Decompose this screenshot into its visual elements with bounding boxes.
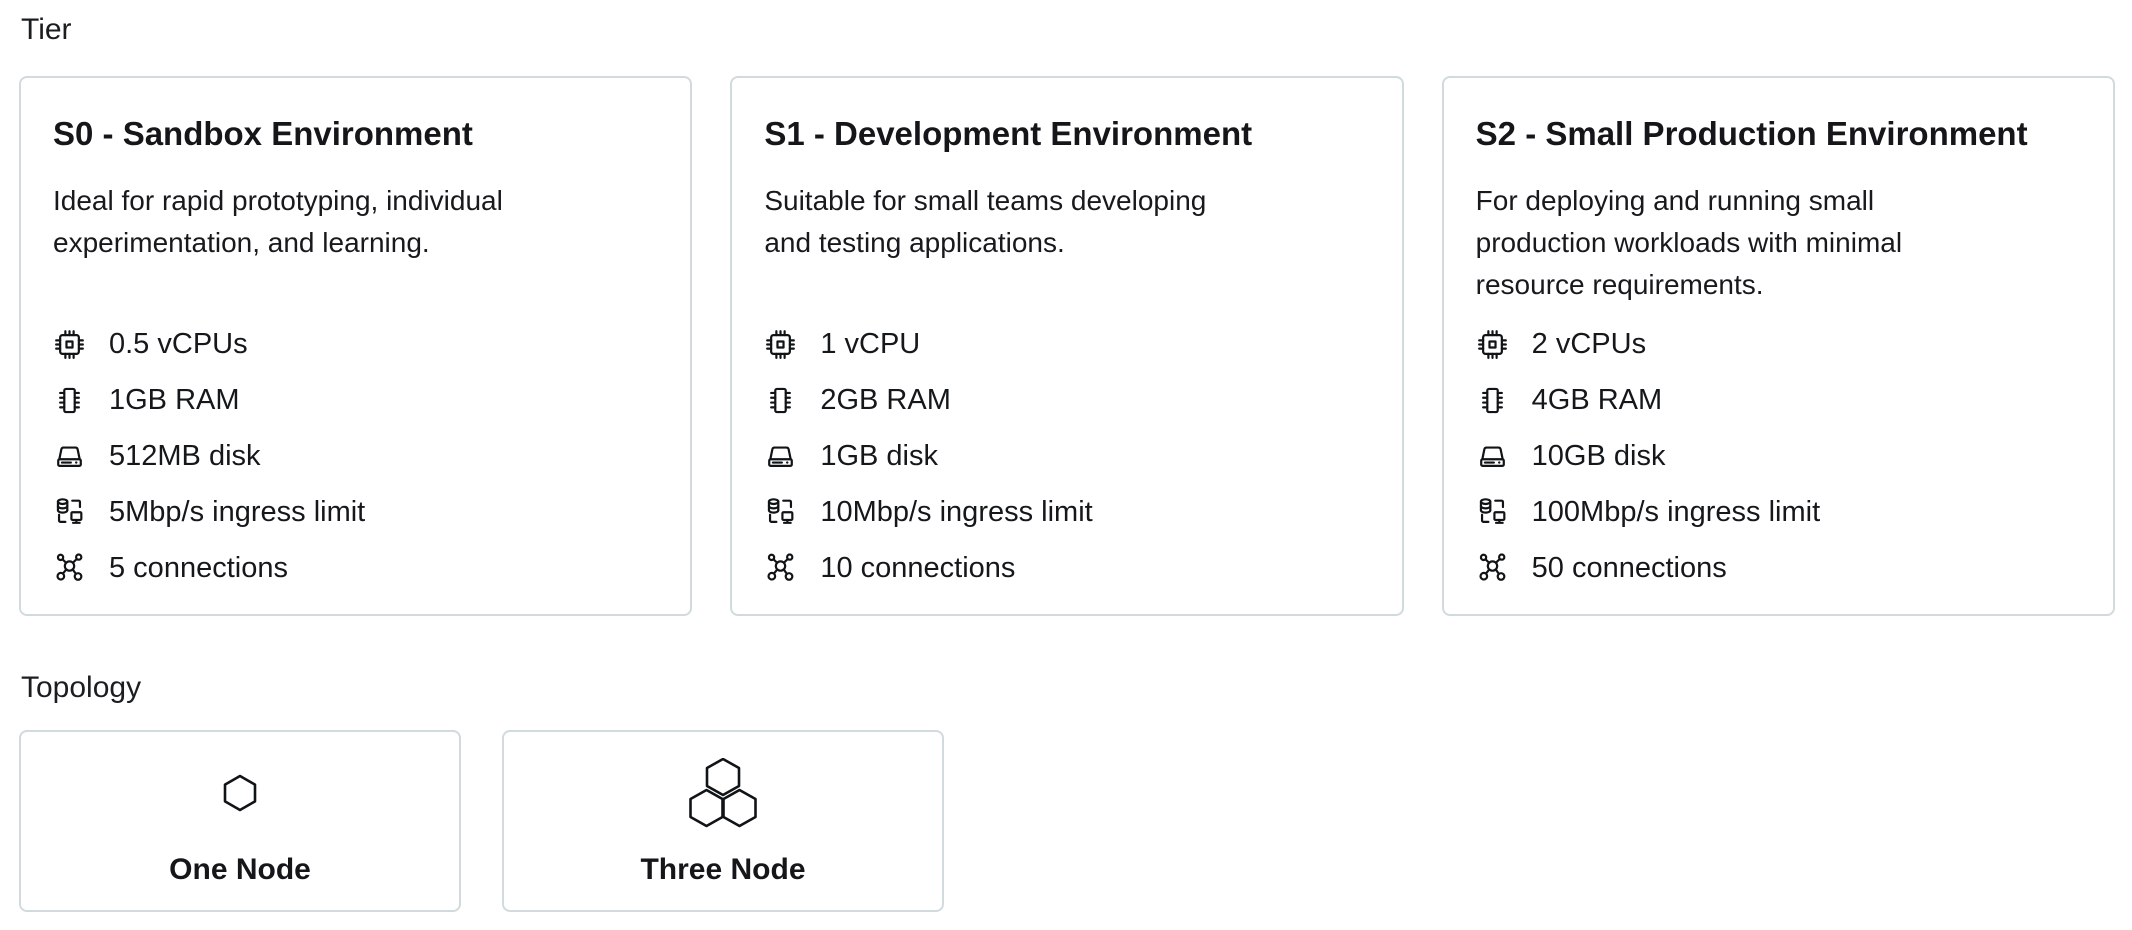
disk-icon [53,440,86,473]
disk-icon [764,440,797,473]
spec-label: 100Mbp/s ingress limit [1531,495,1821,528]
ram-chip-icon [53,384,86,417]
spec-row-ram: 1GB RAM [53,372,660,428]
spec-label: 1 vCPU [820,327,921,360]
spec-row-ram: 4GB RAM [1476,372,2083,428]
spec-label: 4GB RAM [1531,383,1663,416]
topology-option-three-node[interactable]: Three Node [502,730,944,912]
spec-row-ram: 2GB RAM [764,372,1371,428]
topology-option-one-node[interactable]: One Node [19,730,461,912]
spec-row-ingress: 100Mbp/s ingress limit [1476,484,2083,540]
spec-row-cpu: 1 vCPU [764,316,1371,372]
tier-card-title: S0 - Sandbox Environment [53,115,473,152]
topology-icon-area [222,732,258,854]
spec-label: 2GB RAM [820,383,951,416]
spec-row-connections: 5 connections [53,540,660,596]
tier-card-title: S2 - Small Production Environment [1475,115,2028,152]
spec-row-connections: 10 connections [764,540,1371,596]
tier-card-description: Ideal for rapid prototyping, individual … [53,185,503,258]
spec-label: 10Mbp/s ingress limit [820,495,1093,528]
spec-row-disk: 512MB disk [53,428,660,484]
spec-row-disk: 1GB disk [764,428,1371,484]
ingress-icon [764,496,797,529]
three-node-hexagons-icon [689,758,757,828]
spec-label: 5 connections [109,551,288,584]
cpu-icon [53,328,86,361]
spec-row-connections: 50 connections [1476,540,2083,596]
tier-card-specs: 0.5 vCPUs 1GB RAM 512MB disk 5Mbp/s ingr… [53,316,660,596]
topology-icon-area [688,732,758,854]
one-node-hexagon-icon [223,774,257,812]
disk-icon [1476,440,1509,473]
tier-options: S0 - Sandbox Environment Ideal for rapid… [19,76,2115,616]
spec-label: 512MB disk [109,439,261,472]
ingress-icon [53,496,86,529]
spec-label: 2 vCPUs [1531,327,1647,360]
tier-card-s1[interactable]: S1 - Development Environment Suitable fo… [730,76,1404,616]
spec-label: 10 connections [820,551,1016,584]
cpu-icon [1476,328,1509,361]
spec-label: 5Mbp/s ingress limit [109,495,366,528]
tier-card-description: For deploying and running small producti… [1475,185,1903,300]
tier-card-title: S1 - Development Environment [764,115,1253,152]
spec-label: 0.5 vCPUs [109,327,248,360]
ram-chip-icon [764,384,797,417]
connections-icon [764,552,797,585]
tier-card-specs: 1 vCPU 2GB RAM 1GB disk 10Mbp/s ingress … [764,316,1371,596]
connections-icon [53,552,86,585]
topology-options: One Node Three Node [19,730,2115,912]
tier-section-label: Tier [21,13,72,46]
topology-option-label: One Node [169,853,311,886]
spec-label: 50 connections [1531,551,1727,584]
spec-row-cpu: 0.5 vCPUs [53,316,660,372]
tier-card-description: Suitable for small teams developing and … [764,185,1207,258]
spec-label: 1GB RAM [109,383,240,416]
tier-card-specs: 2 vCPUs 4GB RAM 10GB disk 100Mbp/s ingre… [1476,316,2083,596]
spec-row-disk: 10GB disk [1476,428,2083,484]
ram-chip-icon [1476,384,1509,417]
connections-icon [1476,552,1509,585]
topology-section-label: Topology [21,671,142,704]
spec-row-ingress: 10Mbp/s ingress limit [764,484,1371,540]
tier-card-s2[interactable]: S2 - Small Production Environment For de… [1441,76,2115,616]
spec-row-cpu: 2 vCPUs [1476,316,2083,372]
spec-label: 10GB disk [1531,439,1666,472]
spec-row-ingress: 5Mbp/s ingress limit [53,484,660,540]
topology-option-label: Three Node [640,853,806,886]
tier-card-s0[interactable]: S0 - Sandbox Environment Ideal for rapid… [19,76,693,616]
spec-label: 1GB disk [820,439,938,472]
ingress-icon [1476,496,1509,529]
cpu-icon [764,328,797,361]
